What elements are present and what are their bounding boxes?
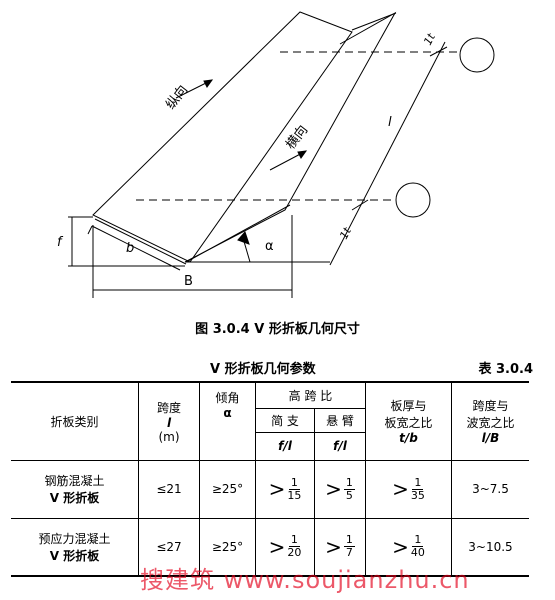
header-simple: 简 支 — [255, 408, 315, 433]
header-cantilever: 悬 臂 — [314, 408, 366, 433]
figure-caption: 图 3.0.4 V 形折板几何尺寸 — [195, 322, 360, 337]
table-number: 表 3.0.4 — [478, 362, 533, 377]
row2-span: ≤27 — [138, 518, 200, 577]
row1-span: ≤21 — [138, 459, 200, 519]
header-span: 跨度 l (m) — [138, 381, 200, 460]
label-lt-bottom: 1t — [337, 225, 354, 242]
label-hengxiang: 横向 — [283, 122, 312, 152]
watermark: 搜建筑 www.soujianzhu.cn — [140, 566, 470, 594]
row2-type: 预应力混凝土 V 形折板 — [11, 518, 139, 577]
row1-spanwave: 3~7.5 — [451, 459, 529, 519]
label-alpha: α — [265, 239, 274, 254]
label-l: l — [388, 115, 392, 130]
row1-angle: ≥25° — [199, 459, 256, 519]
label-B: B — [184, 274, 193, 289]
header-height-ratio: 高 跨 比 — [255, 381, 366, 409]
header-spanwave: 跨度与 波宽之比 l/B — [451, 381, 529, 460]
header-cantilever-sym: f/l — [314, 432, 366, 461]
left-plate — [92, 11, 353, 263]
row2-angle: ≥25° — [199, 518, 256, 577]
header-type: 折板类别 — [11, 381, 139, 460]
table-title: V 形折板几何参数 — [210, 362, 316, 377]
label-zongxiang: 纵向 — [163, 82, 192, 112]
header-thick-ratio: 板厚与 板宽之比 t/b — [365, 381, 452, 460]
row1-type: 钢筋混凝土 V 形折板 — [11, 459, 139, 519]
support-circle-top — [459, 37, 495, 73]
label-b: b — [126, 241, 134, 256]
row2-spanwave: 3~10.5 — [451, 518, 529, 577]
parameter-table: 折板类别 跨度 l (m) 倾角 α 高 跨 比 板厚与 板宽之比 t/b 跨度… — [11, 381, 529, 577]
header-simple-sym: f/l — [255, 432, 315, 461]
v-fold-plate-figure: 纵向 横向 l 1t 1t α f b B — [57, 11, 495, 298]
header-angle: 倾角 α — [199, 381, 256, 460]
right-plate — [184, 11, 397, 263]
label-lt-top: 1t — [421, 31, 438, 48]
support-circle-bottom — [395, 182, 431, 218]
label-f: f — [57, 235, 64, 250]
